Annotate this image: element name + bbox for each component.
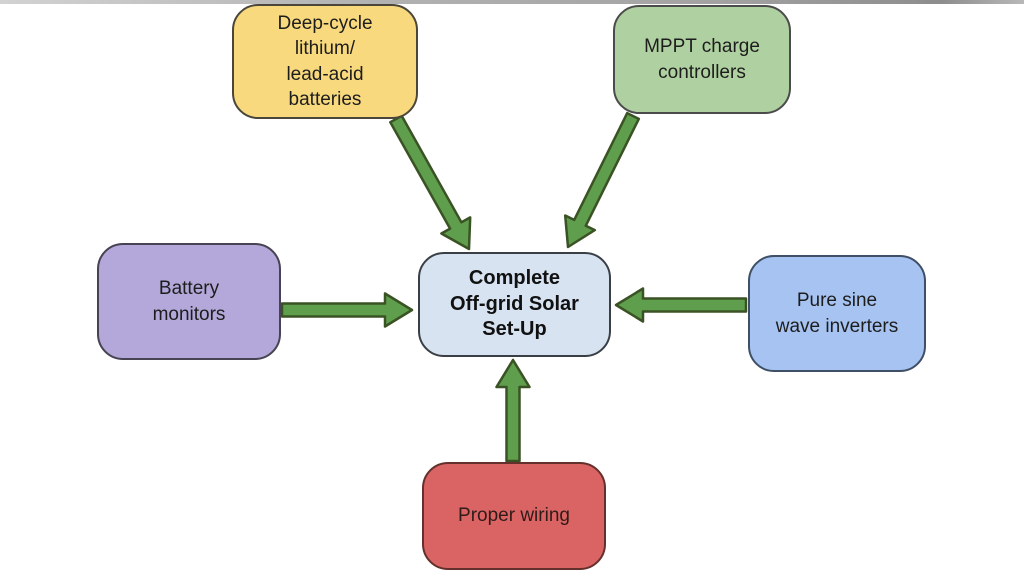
node-mppt-charge-controllers: MPPT charge controllers [613,5,791,114]
node-pure-sine-wave-inverters: Pure sine wave inverters [748,255,926,372]
arrow-mppt-controllers-to-complete-setup [563,111,641,249]
node-complete-offgrid-solar-setup: Complete Off-grid Solar Set-Up [418,252,611,357]
arrow-pure-sine-inverters-to-complete-setup [614,287,748,323]
node-battery-monitors: Battery monitors [97,243,281,360]
arrow-proper-wiring-to-complete-setup [495,358,531,463]
node-proper-wiring: Proper wiring [422,462,606,570]
top-edge-artifact [0,0,1024,4]
arrow-battery-monitors-to-complete-setup [280,292,414,328]
arrow-deep-cycle-batteries-to-complete-setup [389,114,472,251]
node-deep-cycle-batteries: Deep-cycle lithium/ lead-acid batteries [232,4,418,119]
